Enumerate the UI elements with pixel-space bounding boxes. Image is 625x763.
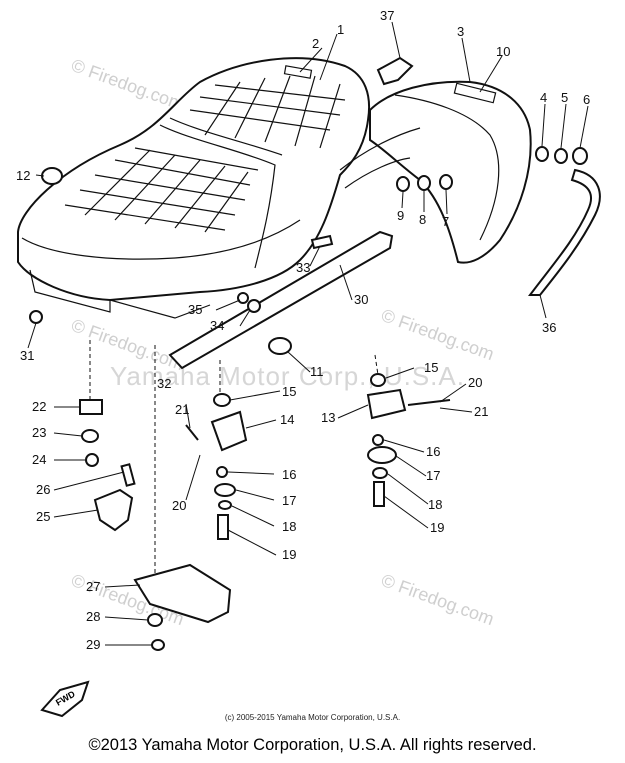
callout-18b: 18 <box>428 497 442 512</box>
callout-27: 27 <box>86 579 100 594</box>
watermark-site-4: © Firedog.com <box>379 570 497 629</box>
callout-32: 32 <box>157 376 171 391</box>
callout-34: 34 <box>210 318 224 333</box>
callout-24: 24 <box>32 452 46 467</box>
side-strip <box>528 168 601 296</box>
callout-21b: 21 <box>474 404 488 419</box>
washer-group-upper <box>396 146 588 192</box>
bolt-31 <box>29 310 43 324</box>
callout-4: 4 <box>540 90 547 105</box>
callout-29: 29 <box>86 637 100 652</box>
seat-assembly <box>17 57 371 319</box>
left-hinge-parts <box>79 399 136 532</box>
small-copyright: (c) 2005-2015 Yamaha Motor Corporation, … <box>224 713 401 722</box>
leader-lines <box>27 21 589 646</box>
callout-15b: 15 <box>424 360 438 375</box>
callout-6: 6 <box>583 92 590 107</box>
callout-20b: 20 <box>468 375 482 390</box>
callout-36: 36 <box>542 320 556 335</box>
callout-15a: 15 <box>282 384 296 399</box>
assembly-line-4 <box>374 354 379 376</box>
callout-22: 22 <box>32 399 46 414</box>
callout-5: 5 <box>561 90 568 105</box>
washer-35 <box>237 292 249 304</box>
callout-13: 13 <box>321 410 335 425</box>
callout-26: 26 <box>36 482 50 497</box>
watermark-site-1: © Firedog.com <box>69 55 187 114</box>
callout-21a: 21 <box>175 402 189 417</box>
seat-bar <box>168 230 394 370</box>
rubber-11 <box>268 337 292 355</box>
callout-14: 14 <box>280 412 294 427</box>
cap-12 <box>41 167 63 185</box>
footer-copyright: ©2013 Yamaha Motor Corporation, U.S.A. A… <box>88 736 537 754</box>
callout-16a: 16 <box>282 467 296 482</box>
callout-28: 28 <box>86 609 100 624</box>
callout-11: 11 <box>310 364 324 379</box>
callout-2: 2 <box>312 36 319 51</box>
callout-30: 30 <box>354 292 368 307</box>
fwd-arrow: FWD <box>40 680 90 718</box>
emblem-piece <box>376 56 414 86</box>
callout-3: 3 <box>457 24 464 39</box>
callout-19a: 19 <box>282 547 296 562</box>
callout-37: 37 <box>380 8 394 23</box>
callout-labels: 1 2 3 4 5 6 7 8 9 10 11 12 13 14 15 15 1… <box>16 8 590 652</box>
watermark-site-3: © Firedog.com <box>379 305 497 364</box>
grommet-28 <box>147 613 163 627</box>
right-hinge-parts <box>366 373 451 507</box>
callout-25: 25 <box>36 509 50 524</box>
callout-9: 9 <box>397 208 404 223</box>
callout-23: 23 <box>32 425 46 440</box>
center-hinge-parts <box>185 393 248 540</box>
watermark-manufacturer: Yamaha Motor Corp., U.S.A. <box>110 361 465 391</box>
callout-12: 12 <box>16 168 30 183</box>
washer-34 <box>247 299 261 313</box>
callout-1: 1 <box>337 22 344 37</box>
callout-19b: 19 <box>430 520 444 535</box>
callout-20a: 20 <box>172 498 186 513</box>
callout-17b: 17 <box>426 468 440 483</box>
callout-35: 35 <box>188 302 202 317</box>
bracket-27 <box>133 563 232 624</box>
callout-18a: 18 <box>282 519 296 534</box>
callout-16b: 16 <box>426 444 440 459</box>
bolt-29 <box>151 639 165 651</box>
callout-17a: 17 <box>282 493 296 508</box>
callout-10: 10 <box>496 44 510 59</box>
callout-8: 8 <box>419 212 426 227</box>
callout-7: 7 <box>442 214 449 229</box>
callout-31: 31 <box>20 348 34 363</box>
callout-33: 33 <box>296 260 310 275</box>
bolt-33 <box>310 234 334 250</box>
